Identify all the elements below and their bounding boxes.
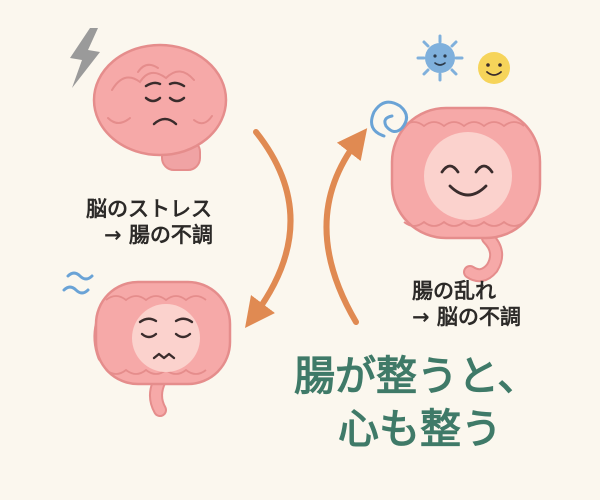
headline: 腸が整うと、 心も整う: [294, 350, 538, 457]
headline-line2: 心も整う: [338, 405, 502, 454]
caption-gut-disorder-line1: 腸の乱れ: [412, 279, 496, 303]
smiley-icon: [478, 52, 510, 84]
caption-brain-stress: 脳のストレス → 腸の不調: [86, 196, 213, 249]
spiral-icon: [370, 100, 408, 138]
arrow-down-left: [245, 129, 294, 329]
caption-gut-disorder: 腸の乱れ → 脳の不調: [412, 278, 521, 331]
happy-intestine-icon: [390, 106, 542, 283]
caption-brain-stress-line2: → 腸の不調: [104, 223, 213, 248]
sad-intestine-icon: [93, 280, 232, 417]
arrow-up-right: [323, 128, 368, 325]
headline-line1: 腸が整うと、: [294, 352, 539, 400]
stress-squiggle-icon: [62, 271, 94, 295]
caption-brain-stress-line1: 脳のストレス: [86, 197, 212, 221]
worried-brain-icon: [92, 43, 228, 171]
lightning-icon: [70, 28, 100, 88]
germ-icon: [416, 34, 464, 82]
cycle-arrow-icon: [245, 128, 368, 329]
caption-gut-disorder-line2: → 脳の不調: [412, 305, 521, 330]
